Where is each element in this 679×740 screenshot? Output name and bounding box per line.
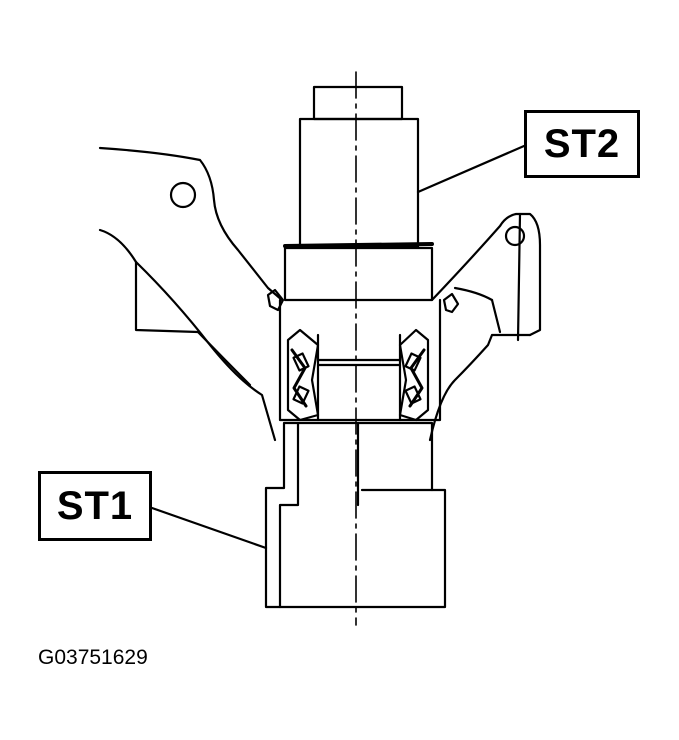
hub-bearing-section [278,298,442,422]
mounting-hole-right [504,225,526,247]
mounting-hole-left [169,181,197,209]
st2-leader-line [416,144,526,194]
st2-label: ST2 [524,110,640,178]
st1-label: ST1 [38,471,152,541]
figure-code: G03751629 [38,646,148,669]
st2-tool-body [283,85,434,302]
st1-leader-line [150,506,268,550]
st1-tool-body [264,421,447,609]
knuckle-housing [98,146,542,442]
